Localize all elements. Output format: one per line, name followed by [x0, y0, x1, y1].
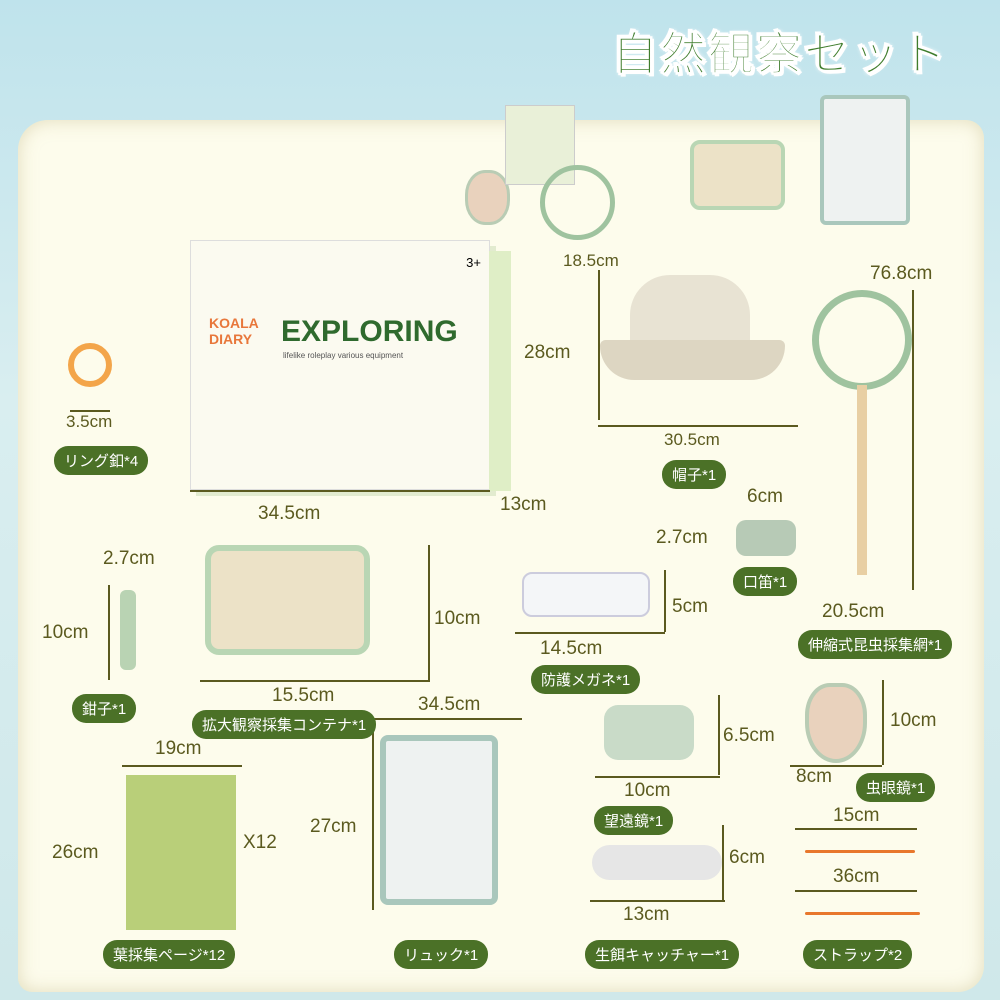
net-width: 20.5cm: [822, 601, 885, 622]
label-whistle: 口笛*1: [733, 567, 798, 596]
dim-line: [664, 570, 666, 632]
ring-size: 3.5cm: [66, 412, 113, 431]
label-magnifier: 虫眼鏡*1: [856, 773, 936, 802]
dim-line: [718, 695, 720, 775]
box-age: 3+: [466, 255, 481, 270]
tweezers-image: [120, 590, 136, 670]
page-width: 19cm: [155, 738, 202, 759]
ring-image: [68, 343, 112, 387]
label-binoculars: 望遠鏡*1: [594, 806, 674, 835]
container-height: 10cm: [434, 608, 481, 629]
label-strap: ストラップ*2: [803, 940, 913, 969]
set-overview-image: [465, 75, 985, 250]
goggles-image: [522, 572, 650, 617]
box-side: [489, 251, 511, 491]
magnifier-image: [805, 683, 867, 763]
label-backpack: リュック*1: [394, 940, 489, 969]
leaf-page-image: [126, 775, 236, 930]
koala-diary-logo: KOALA DIARY: [209, 315, 259, 348]
binoculars-height: 6.5cm: [723, 725, 775, 746]
product-box: KOALA DIARY EXPLORING lifelike roleplay …: [190, 240, 511, 491]
hat-height: 28cm: [524, 342, 571, 363]
strap-long-image: [805, 912, 920, 915]
box-subtitle: lifelike roleplay various equipment: [283, 351, 404, 360]
dim-line: [595, 776, 720, 778]
binoculars-width: 10cm: [624, 780, 671, 801]
backpack-width: 34.5cm: [418, 694, 481, 715]
backpack-height: 27cm: [310, 816, 357, 837]
binoculars-image: [604, 705, 694, 760]
net-small-image: [540, 165, 615, 240]
page-title: 自然観察セット: [612, 28, 948, 81]
catcher-height: 6cm: [729, 847, 765, 868]
dim-line: [590, 900, 725, 902]
dim-line: [912, 290, 914, 590]
dim-line: [372, 718, 522, 720]
dim-line: [190, 490, 490, 492]
hat-image: [600, 275, 785, 395]
strap-short-length: 15cm: [833, 805, 880, 826]
label-leaf-pages: 葉採集ページ*12: [103, 940, 236, 969]
dim-line: [795, 890, 917, 892]
dim-line: [200, 680, 430, 682]
label-container: 拡大観察採集コンテナ*1: [192, 710, 377, 739]
magnifier-width: 8cm: [796, 766, 832, 787]
container-width: 15.5cm: [272, 685, 335, 706]
hat-width: 30.5cm: [664, 430, 720, 449]
page-height: 26cm: [52, 842, 99, 863]
magnifier-small-image: [465, 170, 510, 225]
dim-line: [108, 585, 110, 680]
dim-line: [790, 765, 882, 767]
magnifier-height: 10cm: [890, 710, 937, 731]
dim-line: [882, 680, 884, 765]
label-ring: リング釦*4: [54, 446, 149, 475]
label-hat: 帽子*1: [662, 460, 727, 489]
whistle-image: [736, 520, 796, 556]
dim-line: [722, 825, 724, 900]
tweezers-length: 10cm: [42, 622, 89, 643]
backpack-small-image: [820, 95, 910, 225]
container-image: [205, 545, 370, 655]
insect-net-image: [812, 290, 912, 590]
goggles-height: 5cm: [672, 596, 708, 617]
net-length: 76.8cm: [870, 263, 933, 284]
strap-short-image: [805, 850, 915, 853]
tweezers-width: 2.7cm: [103, 548, 155, 569]
strap-long-length: 36cm: [833, 866, 880, 887]
box-brand: EXPLORING: [281, 315, 458, 348]
backpack-image: [380, 735, 498, 905]
dim-line: [515, 632, 665, 634]
label-tweezers: 鉗子*1: [72, 694, 137, 723]
bait-catcher-image: [592, 845, 722, 880]
label-insect-net: 伸縮式昆虫採集網*1: [798, 630, 953, 659]
whistle-height: 2.7cm: [656, 527, 708, 548]
hat-depth: 18.5cm: [563, 251, 619, 270]
dim-line: [70, 410, 110, 412]
dim-line: [598, 425, 798, 427]
goggles-width: 14.5cm: [540, 638, 603, 659]
label-goggles: 防護メガネ*1: [531, 665, 641, 694]
page-count: X12: [243, 832, 277, 853]
catcher-width: 13cm: [623, 904, 670, 925]
dim-line: [598, 270, 600, 420]
whistle-length: 6cm: [747, 486, 783, 507]
dim-line: [372, 730, 374, 910]
label-bait-catcher: 生餌キャッチャー*1: [585, 940, 740, 969]
box-depth: 13cm: [500, 494, 547, 515]
dim-line: [795, 828, 917, 830]
container-small-image: [690, 140, 785, 210]
box-width: 34.5cm: [258, 503, 321, 524]
dim-line: [122, 765, 242, 767]
dim-line: [428, 545, 430, 680]
